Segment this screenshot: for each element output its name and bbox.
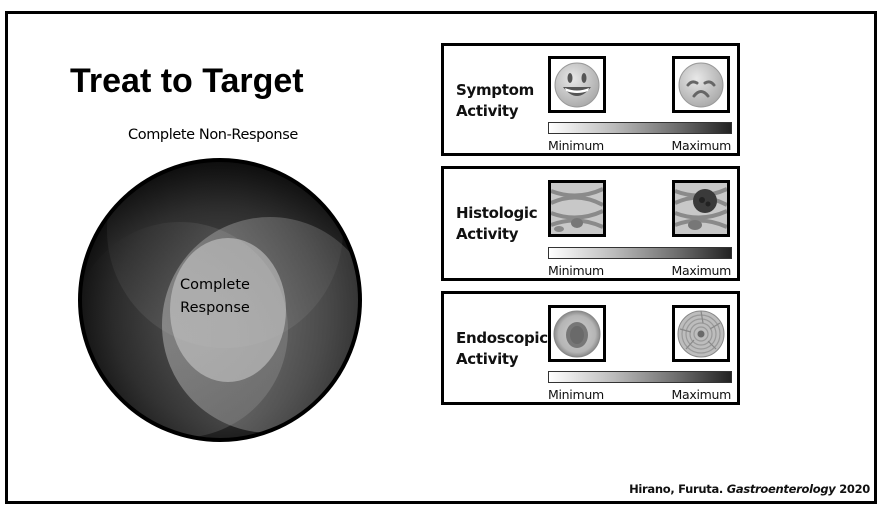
outer-circle-border [78,158,362,442]
panel-label-line2: Activity [456,225,519,243]
panel-label: Symptom Activity [456,80,534,122]
min-image-box [548,305,606,362]
minimum-label: Minimum [548,263,604,278]
panel-label-line2: Activity [456,102,519,120]
histologic-activity-panel: Histologic Activity Minimum Maximum [441,166,740,281]
min-image-box [548,180,606,237]
activity-gradient-bar [548,122,732,134]
slide-title: Treat to Target [70,62,304,100]
complete-response-label-line2: Response [180,300,250,316]
normal-tissue-histology-icon [551,183,603,234]
complete-non-response-label: Complete Non-Response [128,127,298,143]
citation-authors: Hirano, Furuta. [629,482,723,496]
min-image-box [548,56,606,113]
maximum-label: Maximum [671,387,732,402]
citation-journal: Gastroenterology [726,482,836,496]
max-image-box [672,56,730,113]
smiling-face-icon [554,62,600,107]
panel-label-line1: Endoscopic [456,329,548,347]
panel-label: Endoscopic Activity [456,328,548,370]
max-image-box [672,180,730,237]
max-image-box [672,305,730,362]
minimum-label: Minimum [548,138,604,153]
activity-gradient-bar [548,247,732,259]
maximum-label: Maximum [671,263,732,278]
endoscopic-activity-panel: Endoscopic Activity Minimum Maximum [441,291,740,405]
citation-year: 2020 [839,482,870,496]
complete-response-region [170,238,286,382]
inflamed-tissue-histology-icon [675,183,727,234]
minimum-label: Minimum [548,387,604,402]
panel-label-line2: Activity [456,350,519,368]
panel-label-line1: Symptom [456,81,534,99]
venn-diagram: Complete Response [78,158,362,442]
symptom-activity-panel: Symptom Activity Minimum Maximum [441,43,740,156]
complete-response-label-line1: Complete [180,277,250,293]
maximum-label: Maximum [671,138,732,153]
normal-esophagus-endoscopy-icon [553,310,601,357]
panel-label: Histologic Activity [456,203,538,245]
sad-face-icon [678,62,724,107]
activity-gradient-bar [548,371,732,383]
ringed-esophagus-endoscopy-icon [677,310,725,357]
citation: Hirano, Furuta. Gastroenterology 2020 [629,482,870,496]
panel-label-line1: Histologic [456,204,538,222]
